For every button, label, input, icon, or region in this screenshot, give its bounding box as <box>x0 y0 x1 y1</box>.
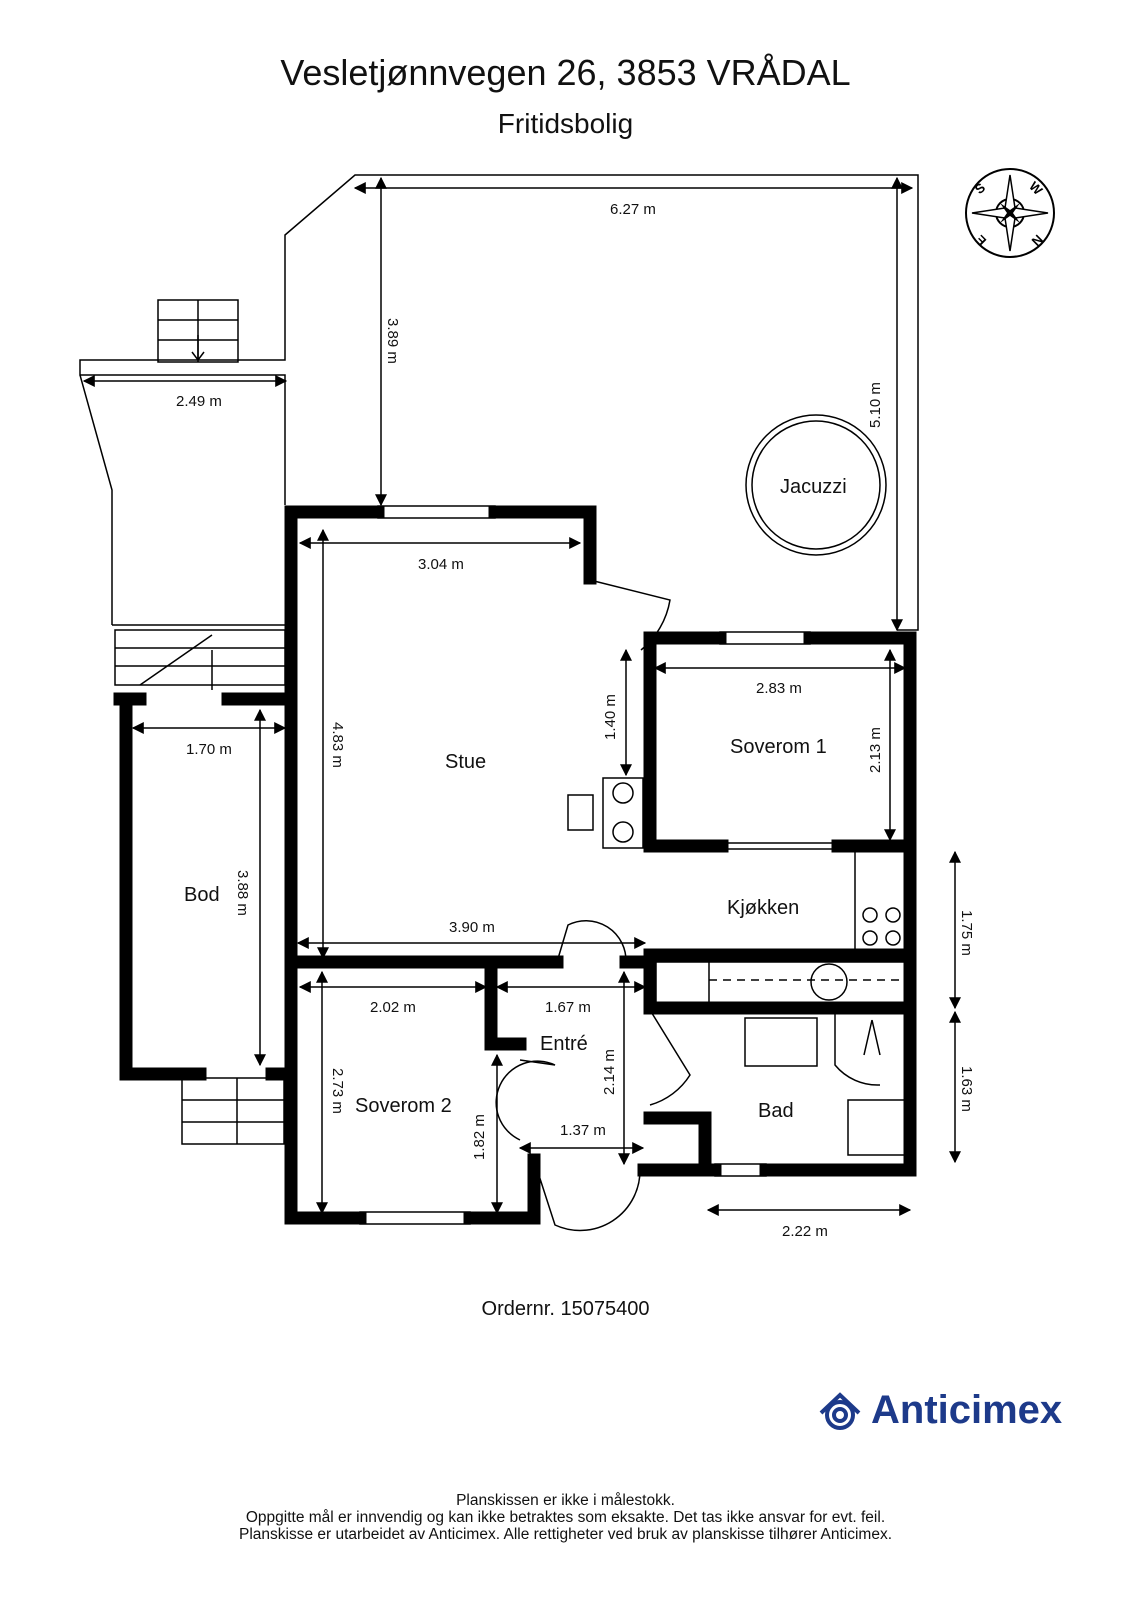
room-label-jacuzzi: Jacuzzi <box>780 476 847 498</box>
stairs-bod-bottom <box>181 1077 285 1145</box>
fireplace <box>567 777 644 849</box>
room-label-kjokken: Kjøkken <box>727 897 799 919</box>
dim-label: 1.82 m <box>471 1114 488 1160</box>
dim-label: 1.75 m <box>958 910 975 956</box>
room-label-bad: Bad <box>758 1100 794 1122</box>
disclaimer-line: Oppgitte mål er innvendig og kan ikke be… <box>245 1509 886 1526</box>
disclaimer: Planskissen er ikke i målestokk. Oppgitt… <box>0 1492 1131 1543</box>
kitchen-counter <box>655 849 907 1008</box>
doors <box>495 579 881 1232</box>
disclaimer-line: Planskissen er ikke i målestokk. <box>456 1492 675 1509</box>
bathroom-fixtures <box>744 1017 907 1156</box>
dim-label: 1.70 m <box>186 741 232 758</box>
stairs-bod-top <box>114 629 286 690</box>
dim-label: 1.67 m <box>545 999 591 1016</box>
dim-label: 1.40 m <box>602 694 619 740</box>
compass-letter: N <box>1029 232 1046 249</box>
disclaimer-line: Planskisse er utarbeidet av Anticimex. A… <box>238 1526 892 1543</box>
dim-label: 1.63 m <box>958 1066 975 1112</box>
dim-label: 3.89 m <box>384 318 401 364</box>
page-subtitle: Fritidsbolig <box>497 108 634 139</box>
dim-label: 6.27 m <box>610 201 656 218</box>
dim-label: 5.10 m <box>867 382 884 428</box>
anticimex-logo-icon <box>819 1391 861 1430</box>
stairs-upper <box>157 299 239 363</box>
dim-label: 2.73 m <box>329 1068 346 1114</box>
page-title: Vesletjønnvegen 26, 3853 VRÅDAL <box>280 52 851 93</box>
dim-label: 2.14 m <box>601 1049 618 1095</box>
dim-label: 3.88 m <box>234 870 251 916</box>
room-label-stue: Stue <box>445 751 486 773</box>
dim-label: 4.83 m <box>329 722 346 768</box>
anticimex-logo-text: Anticimex <box>871 1388 1063 1432</box>
room-label-bod: Bod <box>184 884 220 906</box>
room-label-soverom1: Soverom 1 <box>730 736 827 758</box>
dim-label: 2.49 m <box>176 393 222 410</box>
dim-label: 2.83 m <box>756 680 802 697</box>
room-label-entre: Entré <box>540 1033 588 1055</box>
dim-label: 2.13 m <box>867 727 884 773</box>
dim-label: 3.90 m <box>449 919 495 936</box>
compass-letter: W <box>1026 179 1046 199</box>
order-number: Ordernr. 15075400 <box>481 1298 650 1320</box>
windows <box>359 505 839 1225</box>
dim-label: 3.04 m <box>418 556 464 573</box>
compass-icon: S W E N <box>965 168 1055 258</box>
compass-letter: S <box>972 180 989 197</box>
jacuzzi <box>745 414 887 556</box>
dimension-lines <box>82 176 961 1216</box>
anticimex-logo: Anticimex <box>817 1388 1062 1433</box>
dim-label: 2.22 m <box>782 1223 828 1240</box>
dim-label: 2.02 m <box>370 999 416 1016</box>
walls <box>113 505 917 1225</box>
room-label-soverom2: Soverom 2 <box>355 1095 452 1117</box>
dim-label: 1.37 m <box>560 1122 606 1139</box>
